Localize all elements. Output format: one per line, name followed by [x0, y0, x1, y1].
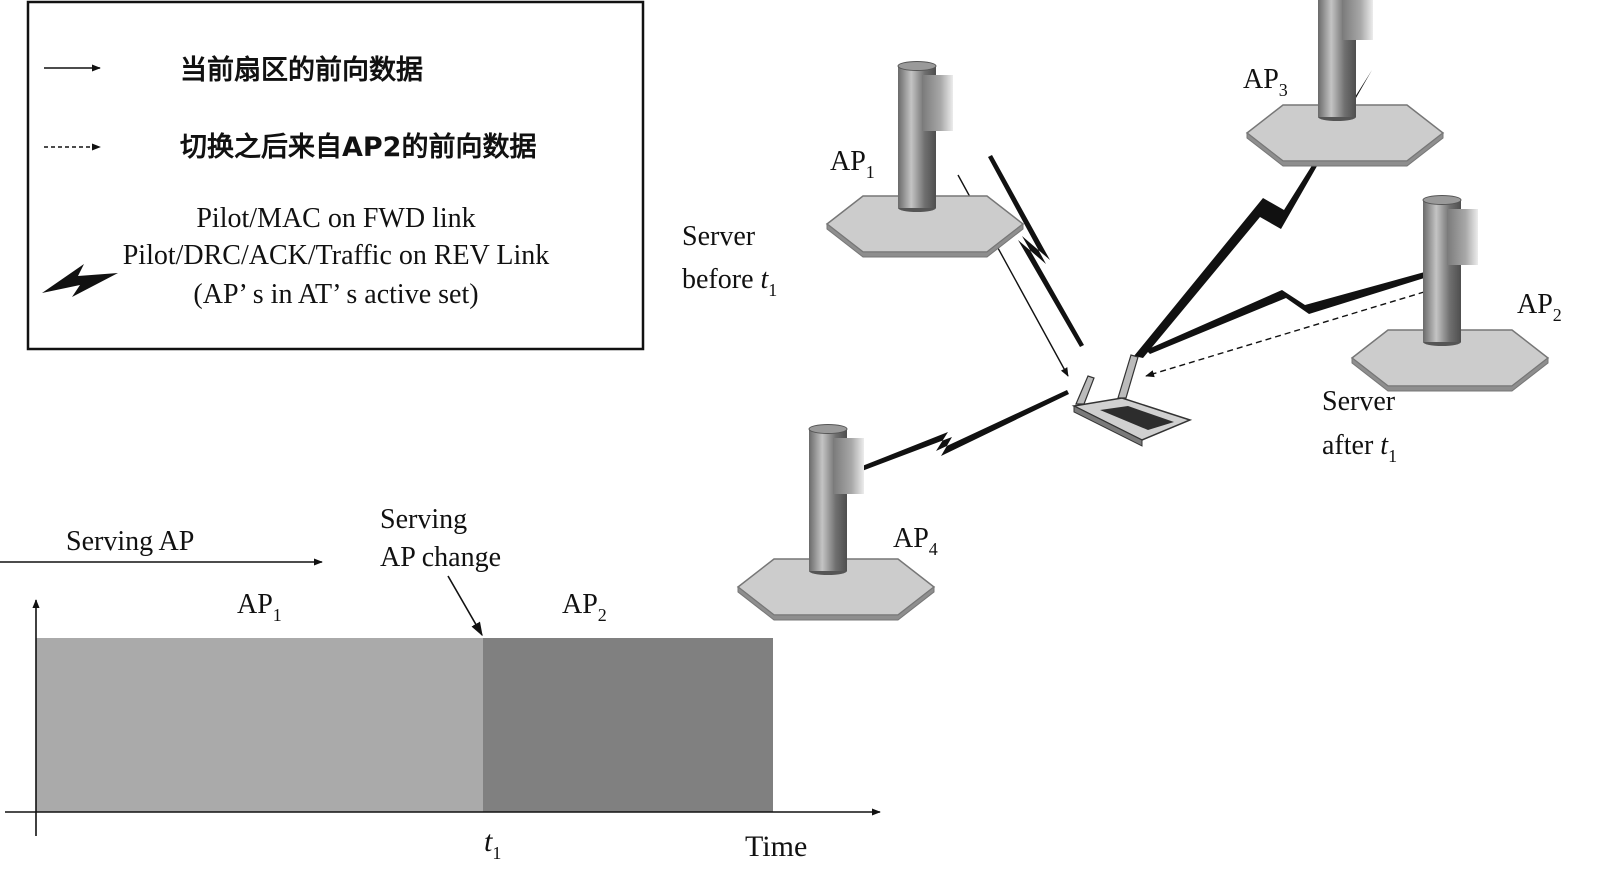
legend-handoff-forward-data-label: 切换之后来自AP2的前向数据 [180, 131, 536, 163]
ap-change-label-line2: AP change [380, 542, 501, 573]
timeline-segment-ap2 [483, 638, 773, 812]
legend-link-line3: (AP’ s in AT’ s active set) [193, 279, 478, 310]
forward-data-ap2-dashed-arrow [1145, 288, 1435, 378]
serving-ap-timeline: Serving AP AP1 AP2 Serving AP change t1 … [0, 504, 881, 863]
ap3-label: AP3 [1243, 64, 1288, 100]
rev-link-ap4-lightning [852, 390, 1069, 474]
diagram-canvas: 当前扇区的前向数据 切换之后来自AP2的前向数据 Pilot/MAC on FW… [0, 0, 1562, 863]
rev-link-ap2-lightning [1146, 265, 1450, 354]
rev-link-ap3-lightning [1134, 70, 1372, 358]
segment1-ap-label: AP1 [237, 589, 282, 625]
timeline-segment-ap1 [36, 638, 483, 812]
server-before-label-line1: Server [682, 221, 756, 252]
lightning-link-icon [42, 264, 118, 297]
legend-link-line1: Pilot/MAC on FWD link [196, 203, 475, 234]
serving-ap-label: Serving AP [66, 526, 194, 557]
access-terminal-icon [1071, 354, 1193, 447]
time-axis-label: Time [745, 830, 807, 863]
segment2-ap-label: AP2 [562, 589, 607, 625]
ap-change-label-line1: Serving [380, 504, 467, 535]
ap4-label: AP4 [893, 523, 938, 559]
t1-tick-label: t1 [484, 825, 501, 863]
legend-box: 当前扇区的前向数据 切换之后来自AP2的前向数据 Pilot/MAC on FW… [26, 0, 645, 351]
handoff-diagram: 当前扇区的前向数据 切换之后来自AP2的前向数据 Pilot/MAC on FW… [0, 0, 1562, 863]
rev-link-ap1-lightning [988, 155, 1084, 347]
ap-change-arrow [447, 575, 483, 637]
ap2-label: AP2 [1517, 289, 1562, 325]
legend-current-forward-data-label: 当前扇区的前向数据 [180, 54, 423, 86]
ap1-label: AP1 [830, 146, 875, 182]
legend-link-line2: Pilot/DRC/ACK/Traffic on REV Link [123, 240, 550, 271]
server-after-label-line1: Server [1322, 386, 1396, 417]
